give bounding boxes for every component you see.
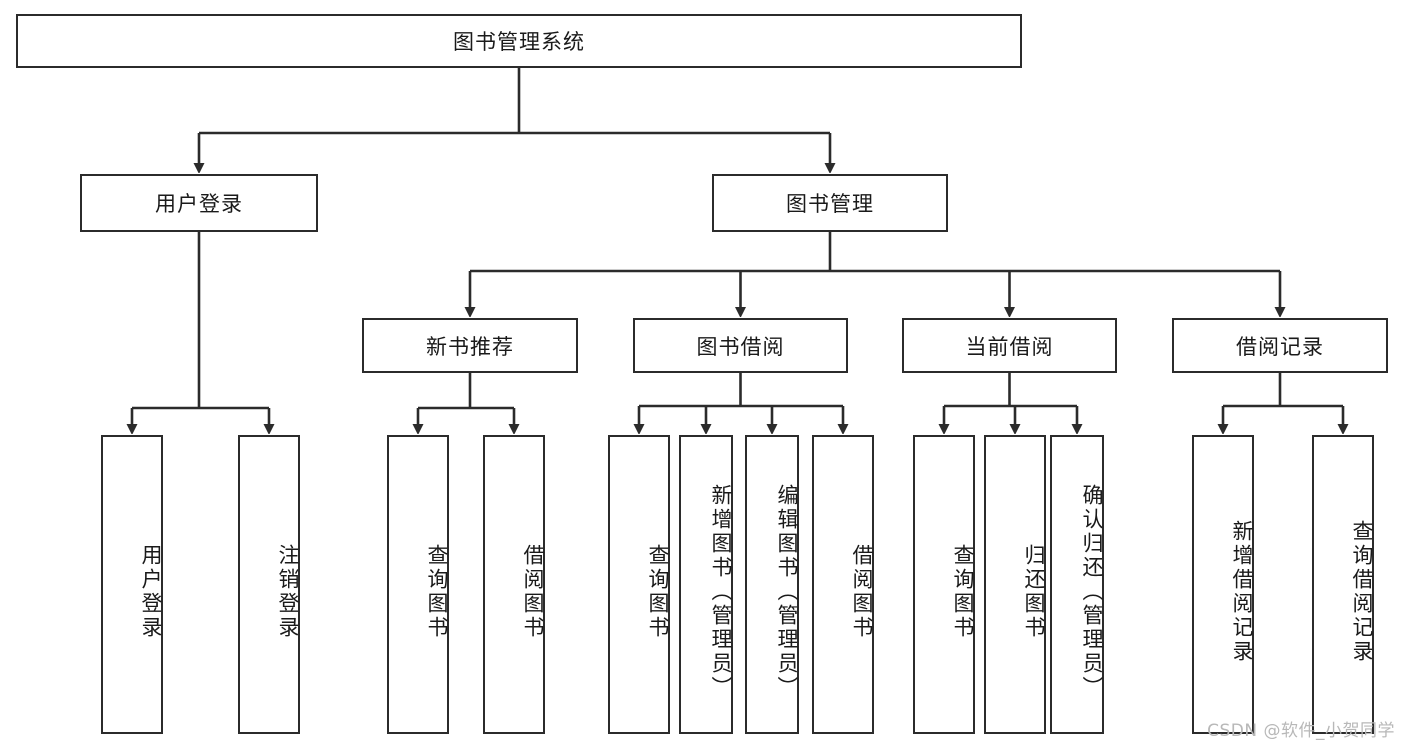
node-label: 当前借阅 (965, 334, 1054, 359)
node-label: 确认归还（管理员） (1080, 483, 1104, 700)
node-label: 图书借阅 (696, 334, 785, 359)
node-l-edit[interactable]: 编辑图书（管理员） (745, 435, 799, 734)
node-l-queryrec[interactable]: 查询借阅记录 (1312, 435, 1374, 734)
node-l-return[interactable]: 归还图书 (984, 435, 1046, 734)
node-label: 编辑图书（管理员） (775, 483, 799, 700)
node-label: 借阅图书 (850, 543, 874, 640)
node-l-login[interactable]: 用户登录 (101, 435, 163, 734)
node-label: 用户登录 (155, 192, 243, 216)
node-l-confirm[interactable]: 确认归还（管理员） (1050, 435, 1104, 734)
node-bookmgmt[interactable]: 图书管理 (712, 174, 948, 232)
node-label: 查询图书 (951, 543, 975, 640)
node-label: 新增图书（管理员） (709, 483, 733, 700)
node-login[interactable]: 用户登录 (80, 174, 318, 232)
node-label: 借阅图书 (521, 543, 545, 640)
node-label: 归还图书 (1022, 543, 1046, 640)
watermark: CSDN @软件_小贺同学 (1207, 721, 1395, 741)
node-label: 用户登录 (139, 543, 163, 640)
node-l-query2[interactable]: 查询图书 (608, 435, 670, 734)
node-l-logout[interactable]: 注销登录 (238, 435, 300, 734)
node-label: 注销登录 (276, 543, 300, 640)
node-label: 新书推荐 (426, 334, 514, 359)
node-records[interactable]: 借阅记录 (1172, 318, 1388, 373)
node-borrow[interactable]: 图书借阅 (633, 318, 848, 373)
node-current[interactable]: 当前借阅 (902, 318, 1117, 373)
node-l-borrow1[interactable]: 借阅图书 (483, 435, 545, 734)
node-root[interactable]: 图书管理系统 (16, 14, 1022, 68)
node-label: 查询借阅记录 (1350, 519, 1374, 664)
node-l-query1[interactable]: 查询图书 (387, 435, 449, 734)
node-label: 查询图书 (646, 543, 670, 640)
node-l-query3[interactable]: 查询图书 (913, 435, 975, 734)
node-label: 查询图书 (425, 543, 449, 640)
node-l-add[interactable]: 新增图书（管理员） (679, 435, 733, 734)
node-label: 新增借阅记录 (1230, 519, 1254, 664)
node-label: 借阅记录 (1236, 334, 1324, 359)
node-label: 图书管理 (786, 192, 874, 216)
node-l-borrow2[interactable]: 借阅图书 (812, 435, 874, 734)
node-newbook[interactable]: 新书推荐 (362, 318, 578, 373)
node-label: 图书管理系统 (453, 30, 585, 54)
node-l-addrec[interactable]: 新增借阅记录 (1192, 435, 1254, 734)
